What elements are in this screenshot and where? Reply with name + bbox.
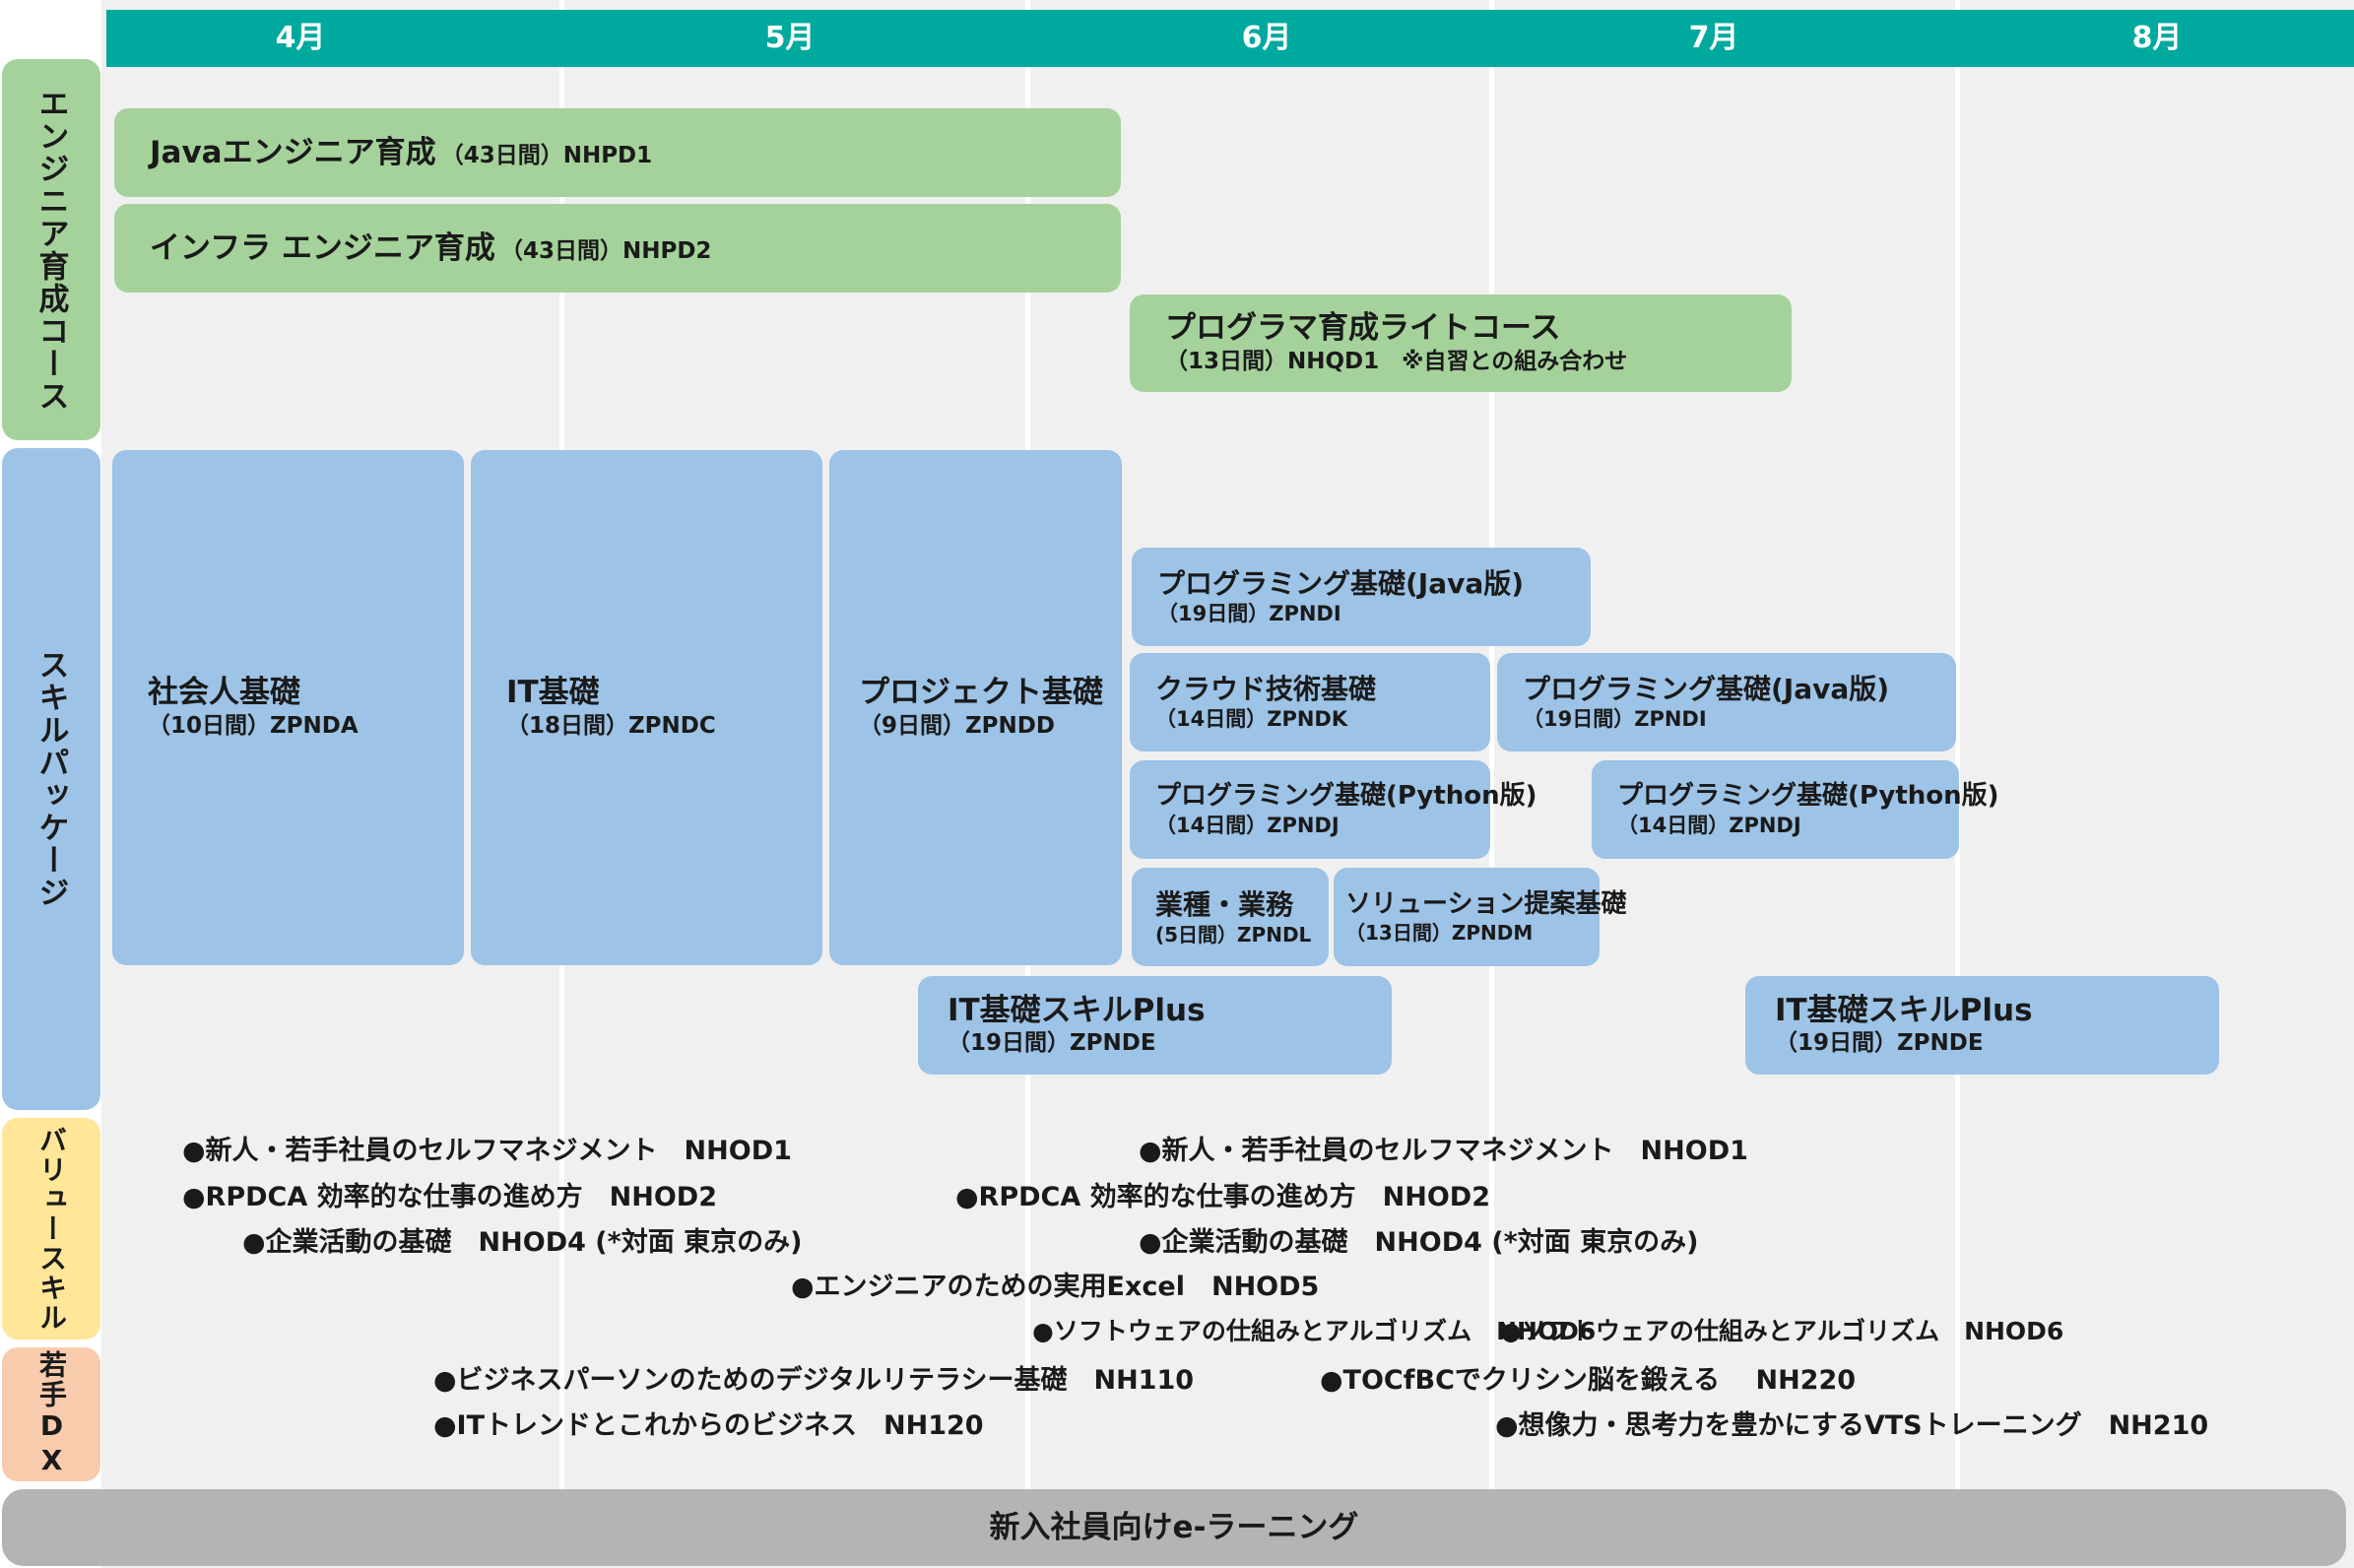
- package-title: IT基礎: [506, 675, 600, 711]
- package-solution-proposal[interactable]: ソリューション提案基礎 （13日間）ZPNDM: [1334, 868, 1627, 966]
- package-title: プログラミング基礎(Python版): [1617, 781, 1999, 812]
- value-course-item[interactable]: ●RPDCA 効率的な仕事の進め方 NHOD2: [182, 1182, 718, 1212]
- package-title: クラウド技術基礎: [1155, 672, 1377, 705]
- month-divider: [1489, 0, 1494, 1507]
- course-title: Javaエンジニア育成: [150, 134, 436, 170]
- package-subtitle: （19日間）ZPNDI: [1523, 706, 1707, 731]
- package-subtitle: （19日間）ZPNDI: [1157, 601, 1341, 625]
- package-programming-python-july[interactable]: プログラミング基礎(Python版) （14日間）ZPNDJ: [1592, 760, 1999, 859]
- package-subtitle: （14日間）ZPNDK: [1155, 706, 1348, 731]
- course-title: プログラマ育成ライトコース: [1165, 310, 1561, 347]
- package-title: IT基礎スキルPlus: [948, 992, 1206, 1028]
- package-title: 社会人基礎: [148, 675, 300, 711]
- package-it-skill-plus-may[interactable]: IT基礎スキルPlus （19日間）ZPNDE: [918, 976, 1392, 1075]
- value-course-item[interactable]: ●新人・若手社員のセルフマネジメント NHOD1: [182, 1136, 792, 1166]
- package-it-basics[interactable]: IT基礎 （18日間）ZPNDC: [471, 450, 822, 965]
- package-title: ソリューション提案基礎: [1345, 888, 1627, 919]
- package-subtitle: （13日間）ZPNDM: [1345, 921, 1534, 946]
- value-course-item[interactable]: ●ソフトウェアの仕組みとアルゴリズム NHOD6: [1032, 1317, 1597, 1345]
- package-industry-business[interactable]: 業種・業務 (5日間）ZPNDL: [1132, 868, 1329, 966]
- package-programming-java-july[interactable]: プログラミング基礎(Java版) （19日間）ZPNDI: [1497, 653, 1956, 751]
- package-subtitle: （18日間）ZPNDC: [506, 712, 716, 739]
- dx-course-item[interactable]: ●想像力・思考力を豊かにするVTSトレーニング NH210: [1495, 1410, 2209, 1441]
- course-programmer-light[interactable]: プログラマ育成ライトコース （13日間）NHQD1 ※自習との組み合わせ: [1130, 294, 1792, 392]
- package-title: プロジェクト基礎: [859, 675, 1103, 711]
- course-java-engineer[interactable]: Javaエンジニア育成 （43日間）NHPD1: [114, 108, 1121, 197]
- dx-course-item[interactable]: ●ビジネスパーソンのためのデジタルリテラシー基礎 NH110: [433, 1365, 1195, 1396]
- value-course-item[interactable]: ●企業活動の基礎 NHOD4 (*対面 東京のみ): [242, 1227, 803, 1258]
- package-subtitle: (5日間）ZPNDL: [1155, 922, 1312, 947]
- dx-course-item[interactable]: ●TOCfBCでクリシン脳を鍛える NH220: [1320, 1365, 1857, 1396]
- package-subtitle: （14日間）ZPNDJ: [1155, 813, 1340, 837]
- package-title: プログラミング基礎(Java版): [1523, 672, 1890, 705]
- month-july: 7月: [1688, 21, 1739, 55]
- value-course-item[interactable]: ●エンジニアのための実用Excel NHOD5: [791, 1272, 1320, 1302]
- value-course-item[interactable]: ●ソフトウェアの仕組みとアルゴリズム NHOD6: [1500, 1317, 2064, 1345]
- package-cloud-basics[interactable]: クラウド技術基礎 （14日間）ZPNDK: [1130, 653, 1490, 751]
- package-subtitle: （9日間）ZPNDD: [859, 712, 1055, 739]
- value-course-item[interactable]: ●RPDCA 効率的な仕事の進め方 NHOD2: [955, 1182, 1491, 1212]
- month-may: 5月: [764, 21, 816, 55]
- month-april: 4月: [275, 21, 326, 55]
- elearning-bar[interactable]: 新入社員向けe-ラーニング: [2, 1489, 2346, 1566]
- course-infra-engineer[interactable]: インフラ エンジニア育成 （43日間）NHPD2: [114, 204, 1121, 293]
- category-skill-package: スキルパッケージ: [2, 448, 100, 1110]
- package-title: 業種・業務: [1155, 887, 1294, 921]
- package-subtitle: （10日間）ZPNDA: [148, 712, 359, 739]
- month-august: 8月: [2131, 21, 2183, 55]
- course-subtitle: （13日間）NHQD1 ※自習との組み合わせ: [1165, 348, 1628, 374]
- package-subtitle: （14日間）ZPNDJ: [1617, 813, 1801, 837]
- package-title: プログラミング基礎(Python版): [1155, 781, 1537, 812]
- month-header: [106, 10, 2354, 67]
- package-programming-python-june[interactable]: プログラミング基礎(Python版) （14日間）ZPNDJ: [1130, 760, 1537, 859]
- course-title: インフラ エンジニア育成: [150, 229, 495, 266]
- package-it-skill-plus-july[interactable]: IT基礎スキルPlus （19日間）ZPNDE: [1745, 976, 2219, 1075]
- value-course-item[interactable]: ●企業活動の基礎 NHOD4 (*対面 東京のみ): [1139, 1227, 1699, 1258]
- category-engineer: エンジニア育成コース: [2, 59, 100, 440]
- course-subtitle: （43日間）NHPD2: [499, 237, 712, 264]
- value-course-item[interactable]: ●新人・若手社員のセルフマネジメント NHOD1: [1139, 1136, 1748, 1166]
- package-business-basics[interactable]: 社会人基礎 （10日間）ZPNDA: [112, 450, 464, 965]
- package-subtitle: （19日間）ZPNDE: [1775, 1030, 1984, 1057]
- category-dx: 若手DX: [2, 1347, 100, 1481]
- package-title: IT基礎スキルPlus: [1775, 992, 2033, 1028]
- package-project-basics[interactable]: プロジェクト基礎 （9日間）ZPNDD: [829, 450, 1122, 965]
- package-title: プログラミング基礎(Java版): [1157, 566, 1525, 600]
- package-programming-java-june[interactable]: プログラミング基礎(Java版) （19日間）ZPNDI: [1132, 548, 1591, 646]
- category-value-skill: バリュースキル: [2, 1118, 100, 1339]
- month-june: 6月: [1241, 21, 1292, 55]
- course-subtitle: （43日間）NHPD1: [440, 142, 653, 168]
- dx-course-item[interactable]: ●ITトレンドとこれからのビジネス NH120: [433, 1410, 984, 1441]
- package-subtitle: （19日間）ZPNDE: [948, 1030, 1156, 1057]
- month-divider: [1955, 0, 1960, 1507]
